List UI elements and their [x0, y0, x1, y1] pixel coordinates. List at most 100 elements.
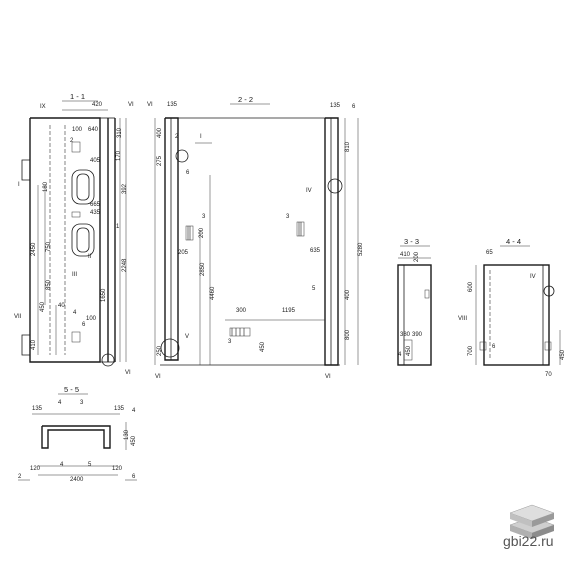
svg-text:6: 6 [82, 322, 86, 328]
section-title-3-3: 3 - 3 [404, 237, 419, 246]
svg-text:450: 450 [560, 349, 566, 360]
svg-text:665: 665 [90, 202, 101, 208]
svg-text:410: 410 [31, 339, 37, 350]
svg-text:VI: VI [147, 102, 153, 108]
svg-text:1: 1 [116, 224, 120, 230]
svg-text:310: 310 [117, 127, 123, 138]
svg-text:VII: VII [14, 314, 22, 320]
svg-text:392: 392 [122, 183, 128, 194]
svg-text:100: 100 [86, 316, 97, 322]
svg-text:450: 450 [406, 345, 412, 356]
site-logo [509, 504, 555, 539]
svg-text:5280: 5280 [358, 242, 364, 256]
svg-text:5: 5 [312, 286, 316, 292]
svg-text:400: 400 [157, 127, 163, 138]
svg-text:275: 275 [157, 155, 163, 166]
svg-text:I: I [200, 134, 202, 140]
svg-text:3: 3 [80, 400, 84, 406]
section-title-4-4: 4 - 4 [506, 237, 521, 246]
section-title-1-1: 1 - 1 [70, 92, 85, 101]
svg-text:4: 4 [398, 352, 402, 358]
svg-text:IV: IV [530, 274, 536, 280]
svg-text:V: V [185, 334, 189, 340]
svg-text:II: II [88, 254, 92, 260]
svg-text:450: 450 [260, 341, 266, 352]
svg-text:380: 380 [400, 332, 411, 338]
svg-text:4: 4 [73, 310, 77, 316]
svg-text:2400: 2400 [70, 477, 84, 483]
svg-text:6: 6 [492, 344, 496, 350]
svg-text:130: 130 [124, 429, 130, 440]
svg-text:135: 135 [167, 102, 178, 108]
svg-text:410: 410 [400, 252, 411, 258]
svg-text:70: 70 [545, 372, 552, 378]
svg-text:405: 405 [90, 158, 101, 164]
svg-text:4460: 4460 [210, 286, 216, 300]
svg-text:3: 3 [286, 214, 290, 220]
svg-text:750: 750 [46, 241, 52, 252]
svg-text:3: 3 [228, 339, 232, 345]
svg-text:635: 635 [310, 248, 321, 254]
svg-text:2: 2 [175, 134, 179, 140]
svg-text:2: 2 [70, 138, 74, 144]
svg-text:I: I [18, 182, 20, 188]
svg-text:5: 5 [88, 462, 92, 468]
svg-text:VIII: VIII [458, 316, 467, 322]
section-title-2-2: 2 - 2 [238, 95, 253, 104]
svg-text:III: III [72, 272, 77, 278]
svg-text:6: 6 [352, 104, 356, 110]
svg-text:135: 135 [114, 406, 125, 412]
svg-text:VI: VI [155, 374, 161, 380]
svg-text:170: 170 [116, 150, 122, 161]
svg-text:435: 435 [90, 210, 101, 216]
section-2-2: 2 - 2 135 135 [147, 95, 364, 380]
svg-text:2850: 2850 [200, 262, 206, 276]
svg-text:400: 400 [345, 289, 351, 300]
svg-text:800: 800 [345, 329, 351, 340]
svg-text:450: 450 [40, 301, 46, 312]
section-title-5-5: 5 - 5 [64, 385, 79, 394]
svg-text:180: 180 [43, 181, 49, 192]
svg-text:850: 850 [46, 279, 52, 290]
section-4-4: 4 - 4 65 600 700 450 70 IV VIII 6 [458, 237, 566, 378]
svg-text:2: 2 [18, 474, 22, 480]
section-5-5: 5 - 5 135 135 4 3 4 450 130 120 2400 120… [18, 385, 137, 483]
svg-text:3: 3 [202, 214, 206, 220]
svg-text:120: 120 [30, 466, 41, 472]
svg-text:200: 200 [414, 251, 420, 262]
svg-text:VI: VI [128, 102, 134, 108]
svg-text:1195: 1195 [282, 308, 296, 314]
svg-text:420: 420 [92, 102, 103, 108]
svg-text:100: 100 [72, 127, 83, 133]
section-3-3: 3 - 3 410 200 380 390 450 4 [397, 237, 432, 366]
svg-text:135: 135 [32, 406, 43, 412]
svg-text:65: 65 [486, 250, 493, 256]
svg-text:40: 40 [58, 303, 65, 309]
svg-text:IX: IX [40, 104, 46, 110]
svg-text:700: 700 [468, 345, 474, 356]
svg-text:6: 6 [186, 170, 190, 176]
svg-text:390: 390 [412, 332, 423, 338]
svg-text:VI: VI [125, 370, 131, 376]
svg-text:2248: 2248 [122, 258, 128, 272]
stacked-slabs-icon [509, 504, 555, 539]
section-1-1: 1 - 1 420 100 640 3 [14, 92, 134, 376]
svg-text:4: 4 [58, 400, 62, 406]
svg-text:1650: 1650 [101, 288, 107, 302]
svg-text:4: 4 [132, 408, 136, 414]
svg-text:250: 250 [157, 345, 163, 356]
svg-text:IV: IV [306, 188, 312, 194]
svg-text:600: 600 [468, 281, 474, 292]
svg-text:810: 810 [345, 141, 351, 152]
watermark-text: gbi22.ru [503, 533, 554, 549]
svg-text:200: 200 [199, 227, 205, 238]
svg-text:4: 4 [60, 462, 64, 468]
svg-text:VI: VI [325, 374, 331, 380]
svg-text:300: 300 [236, 308, 247, 314]
svg-text:6: 6 [132, 474, 136, 480]
svg-text:205: 205 [178, 250, 189, 256]
svg-text:640: 640 [88, 127, 99, 133]
svg-text:450: 450 [131, 435, 137, 446]
svg-text:135: 135 [330, 103, 341, 109]
